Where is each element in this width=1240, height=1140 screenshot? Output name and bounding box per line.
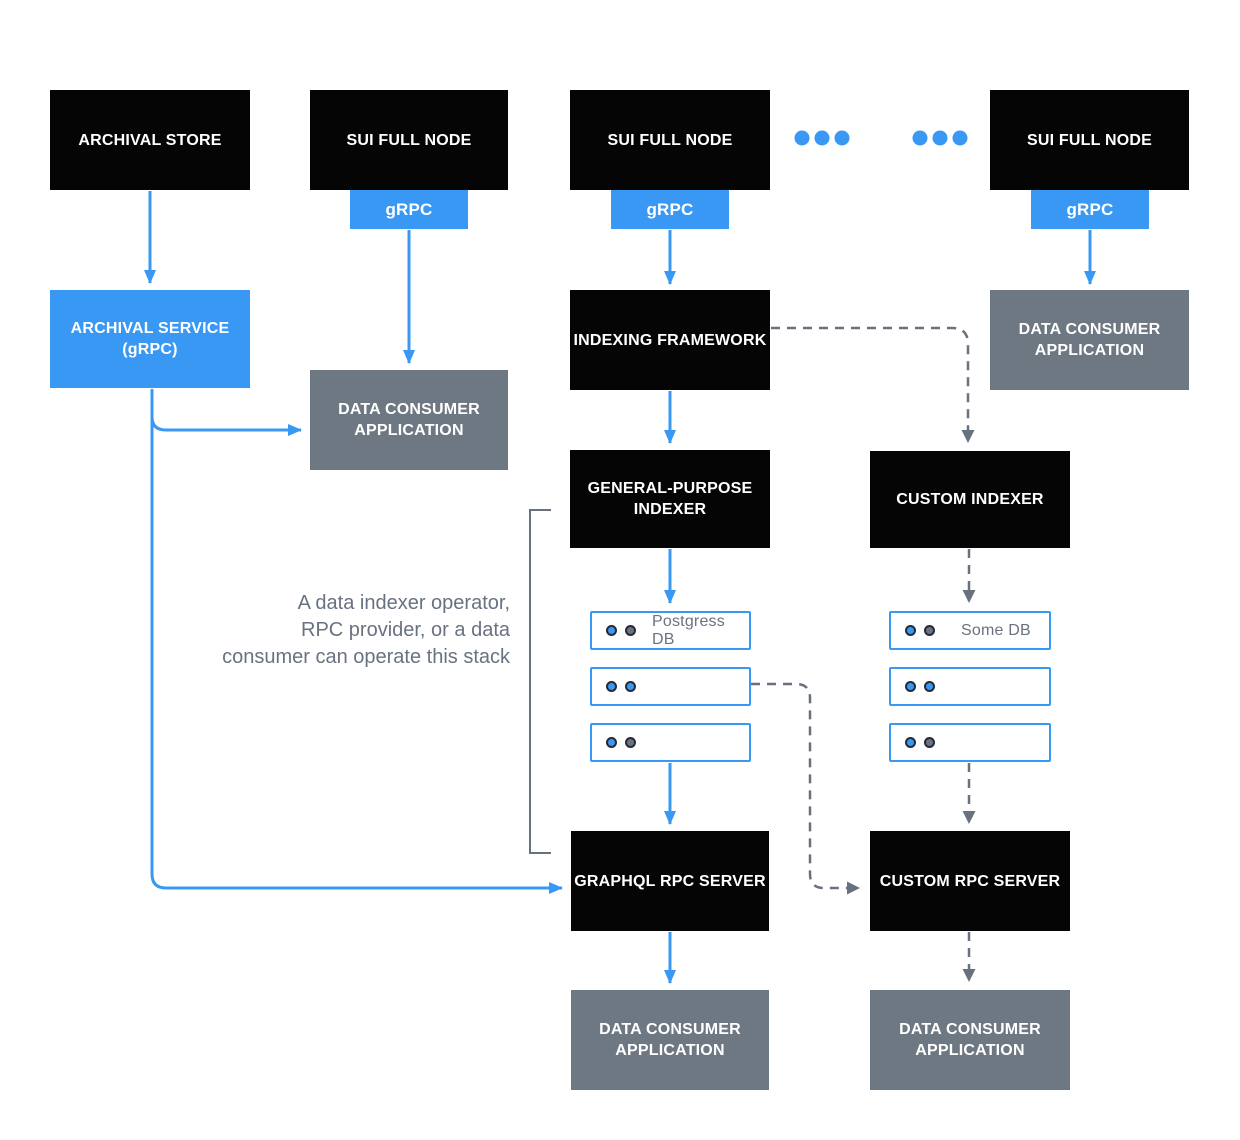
grpc-tab-2: gRPC <box>611 190 729 229</box>
node-data-consumer-application-bottom-right: DATA CONSUMER APPLICATION <box>870 990 1070 1090</box>
db-status-dot <box>606 681 617 692</box>
node-data-consumer-application-bottom-left: DATA CONSUMER APPLICATION <box>571 990 769 1090</box>
edge-db-to-custom-rpc-server <box>751 682 860 895</box>
edge-indexing-framework-to-custom-indexer <box>771 326 975 443</box>
ellipsis-dots-icon <box>794 130 968 146</box>
edge-archival-service-to-graphql-rpc-server <box>150 389 563 894</box>
node-label: DATA CONSUMER APPLICATION <box>899 1021 1041 1059</box>
node-sui-full-node-1: SUI FULL NODE <box>310 90 508 190</box>
node-label: SUI FULL NODE <box>607 131 733 149</box>
node-label: ARCHIVAL STORE <box>78 131 222 149</box>
node-label: GENERAL-PURPOSE INDEXER <box>587 480 753 518</box>
node-label: GRAPHQL RPC SERVER <box>574 872 766 890</box>
node-custom-indexer: CUSTOM INDEXER <box>870 451 1070 548</box>
db-row <box>590 667 751 706</box>
db-row-label: Some DB <box>961 621 1031 639</box>
node-label: DATA CONSUMER APPLICATION <box>599 1021 741 1059</box>
node-data-consumer-application-left: DATA CONSUMER APPLICATION <box>310 370 508 470</box>
db-status-dot <box>905 737 916 748</box>
node-general-purpose-indexer: GENERAL-PURPOSE INDEXER <box>570 450 770 548</box>
node-label: gRPC <box>1066 200 1114 219</box>
db-status-dot <box>905 625 916 636</box>
db-row <box>889 723 1051 762</box>
node-sui-full-node-3: SUI FULL NODE <box>990 90 1189 190</box>
db-status-dot <box>625 681 636 692</box>
node-data-consumer-application-top-right: DATA CONSUMER APPLICATION <box>990 290 1189 390</box>
node-label: DATA CONSUMER APPLICATION <box>338 401 480 439</box>
stack-annotation: A data indexer operator, RPC provider, o… <box>222 592 510 668</box>
db-status-dot <box>625 737 636 748</box>
db-row <box>889 667 1051 706</box>
db-row-label: Postgress DB <box>652 612 725 648</box>
stack-bracket <box>529 509 551 854</box>
db-status-dot <box>606 625 617 636</box>
node-custom-rpc-server: CUSTOM RPC SERVER <box>870 831 1070 931</box>
db-row-some-db: Some DB <box>889 611 1051 650</box>
node-label: SUI FULL NODE <box>1027 131 1152 149</box>
node-label: gRPC <box>646 200 694 219</box>
db-status-dot <box>625 625 636 636</box>
node-indexing-framework: INDEXING FRAMEWORK <box>570 290 770 390</box>
grpc-tab-1: gRPC <box>350 190 468 229</box>
node-label: INDEXING FRAMEWORK <box>573 331 767 349</box>
db-status-dot <box>924 681 935 692</box>
db-status-dot <box>606 737 617 748</box>
db-status-dot <box>905 681 916 692</box>
node-label: SUI FULL NODE <box>346 131 472 149</box>
node-label: gRPC <box>385 200 433 219</box>
db-status-dot <box>924 625 935 636</box>
node-archival-service: ARCHIVAL SERVICE (gRPC) <box>50 290 250 388</box>
db-row-postgres: Postgress DB <box>590 611 751 650</box>
node-archival-store: ARCHIVAL STORE <box>50 90 250 190</box>
db-status-dot <box>924 737 935 748</box>
node-label: CUSTOM RPC SERVER <box>879 872 1061 890</box>
edge-archival-service-to-data-consumer <box>150 389 302 436</box>
node-sui-full-node-2: SUI FULL NODE <box>570 90 770 190</box>
node-label: CUSTOM INDEXER <box>896 491 1044 508</box>
db-row <box>590 723 751 762</box>
grpc-tab-3: gRPC <box>1031 190 1149 229</box>
node-graphql-rpc-server: GRAPHQL RPC SERVER <box>571 831 769 931</box>
node-label: DATA CONSUMER APPLICATION <box>1018 321 1161 359</box>
node-label: ARCHIVAL SERVICE (gRPC) <box>70 320 230 358</box>
